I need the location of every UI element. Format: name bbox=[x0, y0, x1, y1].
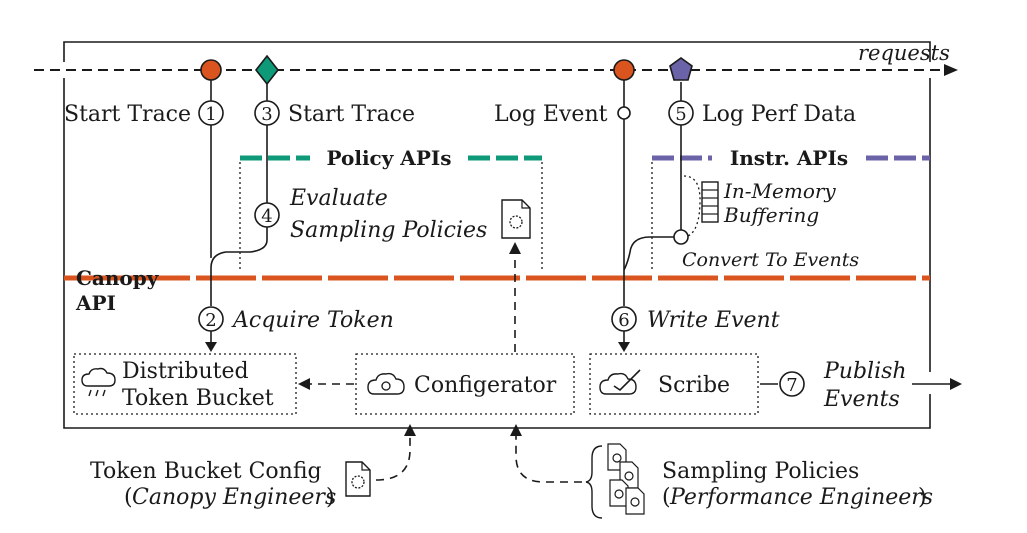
buffering-loop bbox=[683, 175, 701, 237]
marker-log-perf-purple bbox=[669, 57, 693, 81]
step3-label: Start Trace bbox=[288, 102, 415, 127]
document-gear-icon bbox=[501, 199, 531, 239]
token-config-open: ( bbox=[124, 485, 133, 510]
step4-label-2: Sampling Policies bbox=[290, 218, 487, 243]
token-bucket-label-1: Distributed bbox=[122, 359, 249, 384]
in-memory-label-1: In-Memory bbox=[723, 179, 836, 203]
step2-label: Acquire Token bbox=[231, 308, 394, 333]
instr-apis-label: Instr. APIs bbox=[730, 146, 848, 170]
config-to-configerator bbox=[375, 436, 411, 481]
sampling-open: ( bbox=[662, 485, 671, 510]
step3-number: 3 bbox=[261, 104, 272, 125]
token-config-close: ) bbox=[326, 485, 335, 510]
buffer-stack-icon bbox=[701, 181, 719, 223]
step1-label: Start Trace bbox=[64, 102, 191, 127]
step1-number: 1 bbox=[205, 104, 216, 125]
policy-apis-label: Policy APIs bbox=[327, 146, 452, 170]
log-event-node bbox=[617, 106, 631, 120]
users-icon bbox=[607, 443, 645, 515]
step7-number: 7 bbox=[786, 375, 797, 396]
sampling-who: Performance Engineers bbox=[669, 485, 933, 510]
step7-label-2: Events bbox=[823, 387, 900, 412]
step5-number: 5 bbox=[675, 104, 686, 125]
in-memory-label-2: Buffering bbox=[723, 203, 819, 227]
publish-arrowhead bbox=[950, 378, 962, 390]
token-config-label: Token Bucket Config bbox=[90, 459, 322, 484]
sampling-label: Sampling Policies bbox=[662, 459, 859, 484]
step2-number: 2 bbox=[205, 310, 216, 331]
token-bucket-label-2: Token Bucket bbox=[122, 386, 274, 411]
requests-arrowhead bbox=[944, 64, 958, 76]
marker-log-event-orange bbox=[613, 59, 635, 81]
requests-label: requests bbox=[858, 41, 950, 65]
convert-label: Convert To Events bbox=[682, 249, 859, 271]
path-5-to-6 bbox=[623, 236, 674, 271]
log-event-label: Log Event bbox=[494, 102, 608, 127]
canopy-api-label-1: Canopy bbox=[76, 266, 160, 290]
step4-number: 4 bbox=[261, 206, 272, 227]
canopy-api-label-2: API bbox=[75, 291, 116, 315]
cloud-rain-icon bbox=[81, 367, 116, 397]
policy-apis-region bbox=[239, 162, 543, 272]
policies-to-configerator bbox=[515, 436, 582, 483]
convert-node bbox=[673, 229, 689, 245]
sampling-close: ) bbox=[918, 485, 927, 510]
brace bbox=[585, 445, 603, 519]
marker-start-trace-orange bbox=[200, 59, 222, 81]
system-boundary bbox=[63, 41, 931, 62]
config-document-icon bbox=[345, 461, 371, 497]
step4-label-1: Evaluate bbox=[289, 186, 388, 211]
path-4-to-2 bbox=[210, 227, 268, 306]
step5-label: Log Perf Data bbox=[702, 102, 856, 127]
system-boundary-lower bbox=[63, 78, 931, 429]
step7-circle bbox=[779, 371, 805, 397]
configerator-label: Configerator bbox=[414, 373, 557, 398]
token-config-who: Canopy Engineers bbox=[132, 485, 336, 510]
step7-label-1: Publish bbox=[823, 359, 907, 384]
step6-label: Write Event bbox=[647, 308, 780, 333]
cloud-gear-icon bbox=[367, 372, 405, 395]
marker-start-trace-green bbox=[254, 54, 280, 86]
step6-number: 6 bbox=[618, 310, 629, 331]
scribe-label: Scribe bbox=[658, 373, 730, 398]
cloud-check-icon bbox=[599, 369, 641, 395]
